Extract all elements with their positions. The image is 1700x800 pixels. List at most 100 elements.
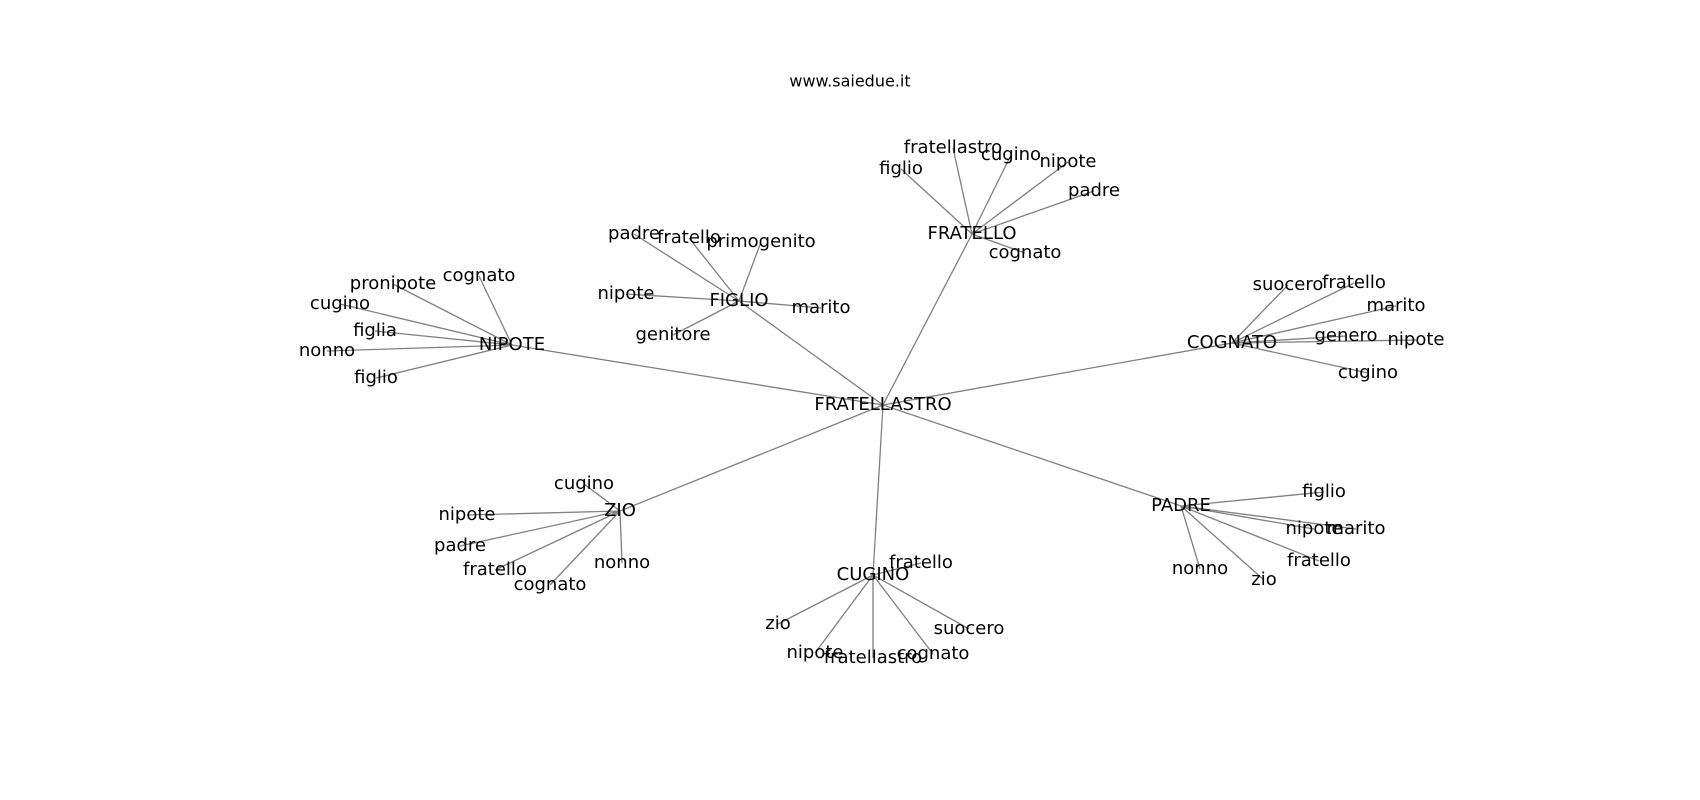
- leaf-node-figlio-padre: padre: [608, 223, 660, 244]
- leaf-node-zio-padre: padre: [434, 535, 486, 556]
- leaf-node-fratello-padre: padre: [1068, 180, 1120, 201]
- leaf-node-padre-nipote: nipote: [1286, 518, 1343, 539]
- leaf-node-fratello-cugino: cugino: [981, 144, 1041, 165]
- leaf-node-cognato-suocero: suocero: [1253, 274, 1324, 295]
- edge-cugino-zio: [777, 574, 874, 625]
- edge-center-figlio: [738, 300, 884, 406]
- edge-cugino-fratello: [872, 562, 922, 576]
- edge-nipote-figlia: [374, 330, 513, 346]
- edge-zio-padre: [459, 510, 621, 547]
- leaf-node-zio-nipote: nipote: [439, 504, 496, 525]
- hub-node-cognato: COGNATO: [1187, 332, 1277, 353]
- leaf-node-cognato-genero: genero: [1315, 325, 1378, 346]
- site-title: www.saiedue.it: [789, 72, 910, 91]
- edge-figlio-nipote: [625, 293, 740, 302]
- hub-node-fratello: FRATELLO: [928, 223, 1017, 244]
- edge-padre-zio: [1180, 505, 1265, 581]
- leaf-node-cognato-marito: marito: [1366, 295, 1425, 316]
- leaf-node-fratello-fratellastro: fratellastro: [904, 137, 1002, 158]
- edge-cognato-genero: [1231, 335, 1347, 344]
- leaf-node-figlio-genitore: genitore: [635, 324, 710, 345]
- edge-center-cugino: [872, 404, 884, 576]
- edge-fratello-nipote: [971, 161, 1069, 235]
- leaf-node-cugino-zio: zio: [765, 613, 790, 634]
- edge-cugino-nipote: [814, 574, 874, 654]
- edge-center-zio: [619, 404, 884, 512]
- leaf-node-cugino-fratellastro: fratellastro: [824, 647, 922, 668]
- edge-center-fratello: [882, 233, 973, 406]
- edge-fratello-cugino: [971, 154, 1012, 235]
- leaf-node-nipote-pronipote: pronipote: [350, 273, 436, 294]
- leaf-node-figlio-marito: marito: [791, 297, 850, 318]
- edge-zio-cugino: [583, 483, 621, 512]
- graph-labels: www.saiedue.it FRATELLASTRO FRATELLO frate…: [299, 72, 1445, 669]
- edge-zio-nonno: [619, 510, 623, 564]
- leaf-node-padre-zio: zio: [1251, 569, 1276, 590]
- graph-edges: [326, 147, 1417, 658]
- leaf-node-nipote-figlia: figlia: [353, 320, 397, 341]
- edge-padre-marito: [1180, 505, 1357, 530]
- leaf-node-fratello-nipote: nipote: [1040, 151, 1097, 172]
- leaf-node-zio-fratello: fratello: [463, 559, 527, 580]
- leaf-node-fratello-figlio: figlio: [879, 158, 923, 179]
- hub-node-padre: PADRE: [1151, 495, 1211, 516]
- edge-padre-nonno: [1180, 505, 1201, 570]
- edge-fratello-figlio: [900, 168, 973, 235]
- center-node-label: FRATELLASTRO: [814, 394, 951, 415]
- leaf-node-zio-nonno: nonno: [594, 552, 650, 573]
- edge-padre-fratello: [1180, 505, 1320, 562]
- leaf-node-figlio-primogenito: primogenito: [706, 231, 815, 252]
- edge-center-cognato: [882, 342, 1233, 406]
- leaf-node-fratello-cognato: cognato: [989, 242, 1062, 263]
- edge-cognato-marito: [1231, 305, 1397, 344]
- leaf-node-nipote-cognato: cognato: [443, 265, 516, 286]
- edge-figlio-genitore: [672, 300, 740, 336]
- edge-cugino-suocero: [872, 574, 970, 630]
- hub-node-figlio: FIGLIO: [709, 290, 768, 311]
- hub-node-nipote: NIPOTE: [479, 334, 545, 355]
- leaf-node-nipote-cugino: cugino: [310, 293, 370, 314]
- edge-nipote-figlio: [375, 344, 513, 379]
- edge-padre-figlio: [1180, 491, 1325, 507]
- leaf-node-figlio-nipote: nipote: [598, 283, 655, 304]
- leaf-node-cognato-nipote: nipote: [1388, 329, 1445, 350]
- leaf-node-cognato-fratello: fratello: [1322, 272, 1386, 293]
- leaf-node-zio-cugino: cugino: [554, 473, 614, 494]
- leaf-node-zio-cognato: cognato: [514, 574, 587, 595]
- edge-cognato-cugino: [1231, 342, 1369, 374]
- edge-zio-cognato: [549, 510, 621, 586]
- edge-zio-nipote: [466, 510, 621, 516]
- edge-zio-fratello: [494, 510, 621, 571]
- leaf-node-cugino-suocero: suocero: [934, 618, 1005, 639]
- edge-nipote-cugino: [339, 303, 513, 346]
- edge-center-padre: [882, 404, 1182, 507]
- edge-padre-nipote: [1180, 505, 1315, 530]
- edge-cugino-cognato: [872, 574, 934, 655]
- leaf-node-figlio-fratello: fratello: [657, 227, 721, 248]
- edge-fratello-fratellastro: [952, 147, 973, 235]
- edge-cognato-nipote: [1231, 339, 1417, 344]
- leaf-node-cognato-cugino: cugino: [1338, 362, 1398, 383]
- leaf-node-padre-marito: marito: [1326, 518, 1385, 539]
- leaf-node-padre-nonno: nonno: [1172, 558, 1228, 579]
- edge-cognato-fratello: [1231, 282, 1355, 344]
- leaf-node-padre-figlio: figlio: [1302, 481, 1346, 502]
- leaf-node-padre-fratello: fratello: [1287, 550, 1351, 571]
- edge-figlio-primogenito: [738, 241, 762, 302]
- edge-fratello-cognato: [971, 233, 1026, 254]
- edge-figlio-fratello: [688, 237, 740, 302]
- leaf-node-cugino-cognato: cognato: [897, 643, 970, 664]
- leaf-node-cugino-nipote: nipote: [787, 642, 844, 663]
- edge-figlio-marito: [738, 300, 822, 309]
- hub-node-cugino: CUGINO: [837, 564, 910, 585]
- edge-nipote-nonno: [326, 344, 513, 352]
- leaf-node-nipote-figlio: figlio: [354, 367, 398, 388]
- edge-nipote-pronipote: [392, 283, 513, 346]
- edge-cognato-suocero: [1231, 284, 1289, 344]
- leaf-node-nipote-nonno: nonno: [299, 340, 355, 361]
- hub-node-zio: ZIO: [604, 500, 636, 521]
- edge-figlio-padre: [633, 233, 740, 302]
- edge-fratello-padre: [971, 190, 1095, 235]
- edge-center-nipote: [511, 344, 884, 406]
